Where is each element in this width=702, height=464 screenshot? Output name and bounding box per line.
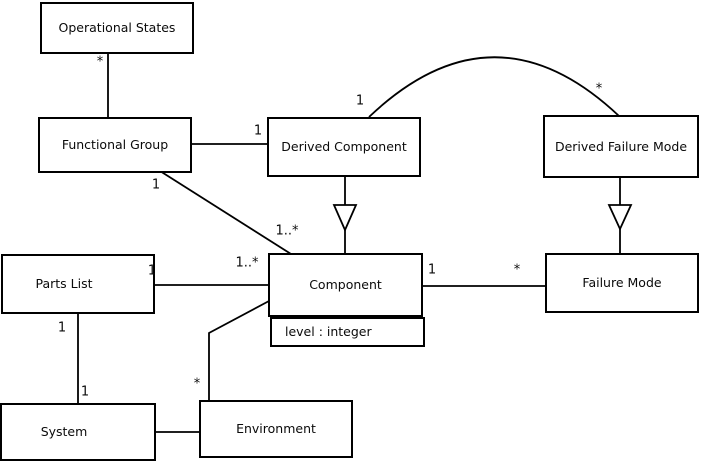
class-name-label: Derived Failure Mode bbox=[554, 138, 688, 154]
class-functional-group: Functional Group bbox=[38, 117, 192, 173]
attribute-label: level : integer bbox=[285, 324, 372, 340]
mult-compenv-star: * bbox=[193, 376, 201, 392]
class-name-label: Component bbox=[309, 277, 382, 293]
mult-plsys-one-top: 1 bbox=[57, 320, 67, 336]
mult-osfg-star: * bbox=[96, 54, 104, 70]
mult-plsys-one-bot: 1 bbox=[80, 384, 90, 400]
generalization-triangle-icon bbox=[332, 204, 358, 233]
mult-fgcomp-many: 1..* bbox=[275, 223, 299, 239]
class-name-label: System bbox=[40, 424, 88, 440]
class-derived-failure-mode: Derived Failure Mode bbox=[543, 115, 699, 178]
class-name-label: Parts List bbox=[35, 276, 93, 292]
mult-fgdc-one: 1 bbox=[253, 123, 263, 139]
mult-fgcomp-one: 1 bbox=[151, 177, 161, 193]
class-name-label: Operational States bbox=[58, 20, 176, 36]
mult-compfm-one: 1 bbox=[427, 262, 437, 278]
class-name-label: Derived Component bbox=[281, 139, 407, 155]
class-name-label: Failure Mode bbox=[582, 275, 662, 291]
class-derived-component: Derived Component bbox=[267, 117, 421, 177]
generalization-triangle-icon bbox=[607, 204, 633, 232]
class-component: Component bbox=[268, 253, 423, 317]
mult-arc-star: * bbox=[595, 81, 603, 97]
class-operational-states: Operational States bbox=[40, 2, 194, 54]
class-environment: Environment bbox=[199, 400, 353, 458]
class-parts-list: Parts List bbox=[1, 254, 155, 314]
class-failure-mode: Failure Mode bbox=[545, 253, 699, 313]
association-functionalgroup-component bbox=[159, 170, 292, 255]
mult-plcomp-many: 1..* bbox=[235, 255, 259, 271]
association-component-environment bbox=[208, 300, 270, 401]
class-name-label: Functional Group bbox=[61, 137, 169, 153]
mult-compfm-star: * bbox=[513, 262, 521, 278]
class-system: System bbox=[0, 403, 156, 461]
mult-plcomp-one: 1 bbox=[147, 263, 157, 279]
mult-arc-one: 1 bbox=[355, 93, 365, 109]
association-derivedcomponent-derivedfailuremode-arc bbox=[368, 56, 620, 118]
class-name-label: Environment bbox=[236, 421, 316, 437]
class-component-attribute-compartment: level : integer bbox=[270, 317, 425, 347]
